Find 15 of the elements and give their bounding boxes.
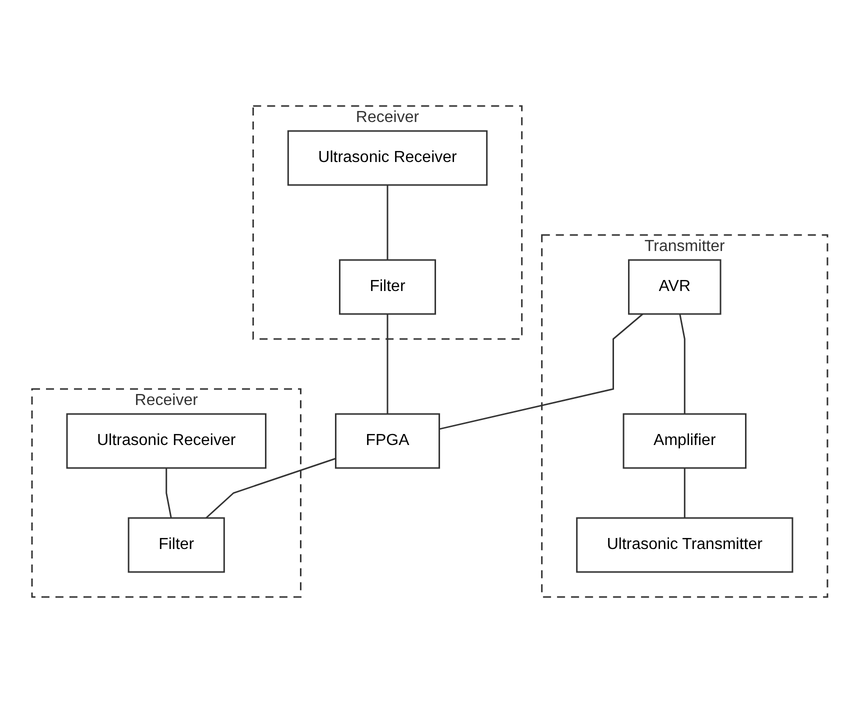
node-box: AVR bbox=[628, 258, 722, 314]
connector bbox=[438, 312, 644, 430]
node-box: Amplifier bbox=[622, 412, 746, 468]
connector bbox=[684, 468, 686, 518]
node-box: Ultrasonic Receiver bbox=[66, 412, 266, 468]
connector bbox=[386, 184, 388, 260]
node-box: Filter bbox=[128, 516, 225, 572]
connector bbox=[165, 468, 172, 518]
node-box: Ultrasonic Transmitter bbox=[576, 516, 793, 572]
node-box: Ultrasonic Receiver bbox=[287, 130, 488, 186]
node-box: FPGA bbox=[334, 412, 440, 468]
connector bbox=[386, 314, 388, 414]
node-box: Filter bbox=[338, 258, 436, 314]
connector bbox=[205, 457, 336, 518]
connector bbox=[678, 313, 686, 414]
